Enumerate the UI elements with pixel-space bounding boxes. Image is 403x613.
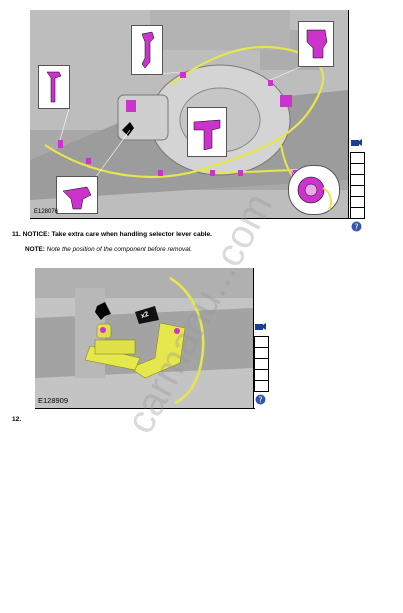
step-number: 11. bbox=[12, 231, 21, 238]
camera-icon[interactable] bbox=[350, 138, 363, 147]
camera-icon[interactable] bbox=[254, 322, 267, 331]
round-connector-icon bbox=[297, 176, 332, 211]
note-text: Note the position of the component befor… bbox=[46, 246, 192, 253]
figure-2-side-rule bbox=[253, 268, 254, 408]
figure-1-toolbar: ? bbox=[350, 134, 365, 237]
step-11-note: NOTE: Note the position of the component… bbox=[25, 246, 192, 253]
bracket-part-icon bbox=[193, 119, 221, 151]
svg-text:?: ? bbox=[258, 395, 262, 404]
bracket-part-icon bbox=[46, 71, 62, 103]
help-icon[interactable]: ? bbox=[351, 221, 362, 232]
toolbar-slot[interactable] bbox=[350, 197, 365, 208]
callout-bracket-center bbox=[187, 107, 227, 157]
callout-connector-top-left bbox=[131, 25, 163, 75]
toolbar-slot[interactable] bbox=[350, 208, 365, 219]
callout-connector-round bbox=[288, 165, 340, 215]
callout-bracket-left bbox=[38, 65, 70, 109]
toolbar-slot[interactable] bbox=[350, 186, 365, 197]
toolbar-slot[interactable] bbox=[254, 381, 269, 392]
toolbar-slot[interactable] bbox=[254, 348, 269, 359]
figure-2: E128909 x2 bbox=[35, 268, 253, 408]
figure-2-toolbar: ? bbox=[254, 318, 269, 410]
connector-part-icon bbox=[141, 31, 155, 69]
figure-code: E128076 bbox=[34, 209, 59, 215]
step-number: 12. bbox=[12, 416, 22, 423]
step-11: 11. NOTICE: Take extra care when handlin… bbox=[12, 231, 212, 238]
figure-1: E128076 bbox=[30, 10, 348, 218]
figure-code: E128909 bbox=[38, 396, 69, 405]
callout-clip-bottom-left bbox=[56, 176, 98, 214]
clip-part-icon bbox=[62, 186, 92, 210]
figure-2-illustration bbox=[35, 268, 253, 408]
connector-part-icon bbox=[306, 29, 328, 59]
toolbar-slot[interactable] bbox=[350, 152, 365, 164]
note-label: NOTE: bbox=[25, 246, 45, 253]
step-12: 12. bbox=[12, 416, 21, 423]
help-icon[interactable]: ? bbox=[255, 394, 266, 405]
toolbar-slot[interactable] bbox=[350, 175, 365, 186]
figure-1-bottom-rule bbox=[30, 218, 350, 219]
figure-1-side-rule bbox=[348, 10, 349, 218]
callout-connector-top-right bbox=[298, 21, 334, 67]
svg-text:?: ? bbox=[354, 222, 358, 231]
toolbar-slot[interactable] bbox=[350, 164, 365, 175]
figure-2-bottom-rule bbox=[35, 408, 255, 409]
toolbar-slot[interactable] bbox=[254, 336, 269, 348]
toolbar-slot[interactable] bbox=[254, 370, 269, 381]
toolbar-slot[interactable] bbox=[254, 359, 269, 370]
step-notice: NOTICE: Take extra care when handling se… bbox=[22, 231, 212, 238]
